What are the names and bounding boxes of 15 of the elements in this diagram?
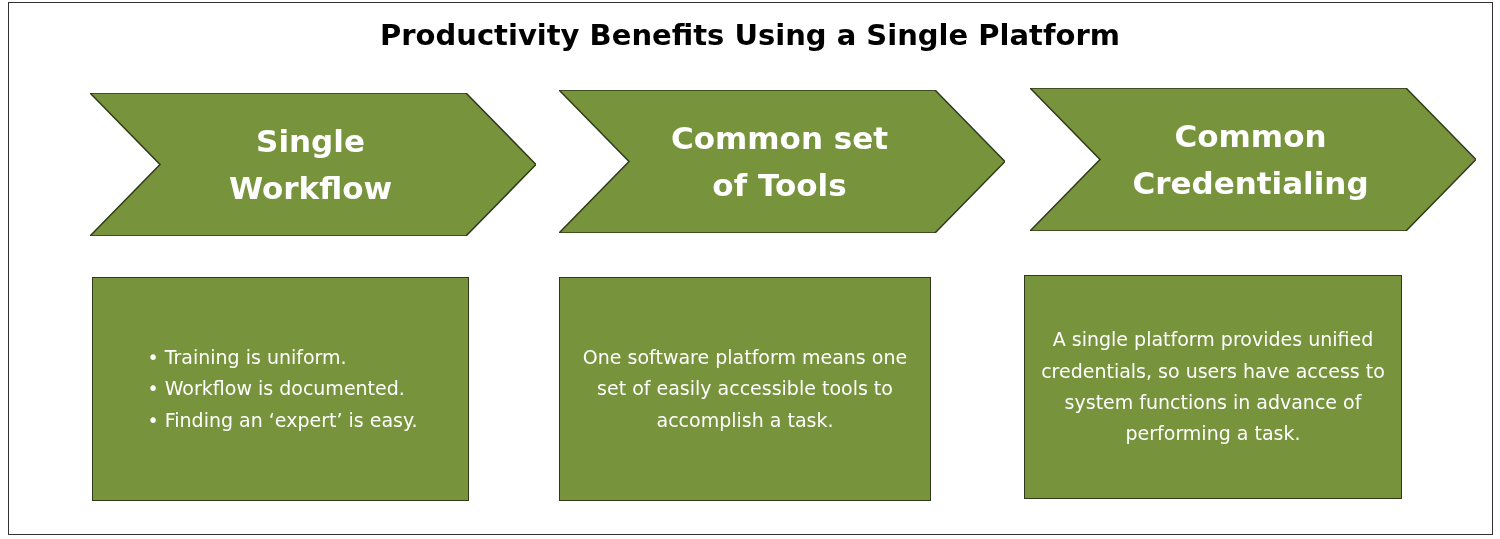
chevron-banner (90, 93, 536, 236)
chevron-label: Common Credentialing (1131, 117, 1370, 203)
chevron-label: Single Workflow (227, 122, 394, 208)
diagram-title: Productivity Benefits Using a Single Platform (379, 18, 1121, 52)
text-box (559, 277, 931, 501)
chevron-banner (1030, 88, 1476, 231)
box-text: One software platform means one set of easily accessible tools to accomplish a task. (581, 345, 909, 433)
bullet-item: • Workflow is documented. (147, 376, 406, 402)
chevron-label: Common set of Tools (669, 119, 890, 205)
bullet-item: • Training is uniform. (147, 345, 348, 370)
text-box (92, 277, 469, 501)
text-box (1024, 275, 1402, 499)
bullet-item: • Finding an ‘expert’ is easy. (147, 407, 418, 433)
box-text: A single platform provides unified credentials, so users have access to system functions in advance of performing a task. (1040, 327, 1386, 447)
chevron-banner (559, 90, 1005, 233)
